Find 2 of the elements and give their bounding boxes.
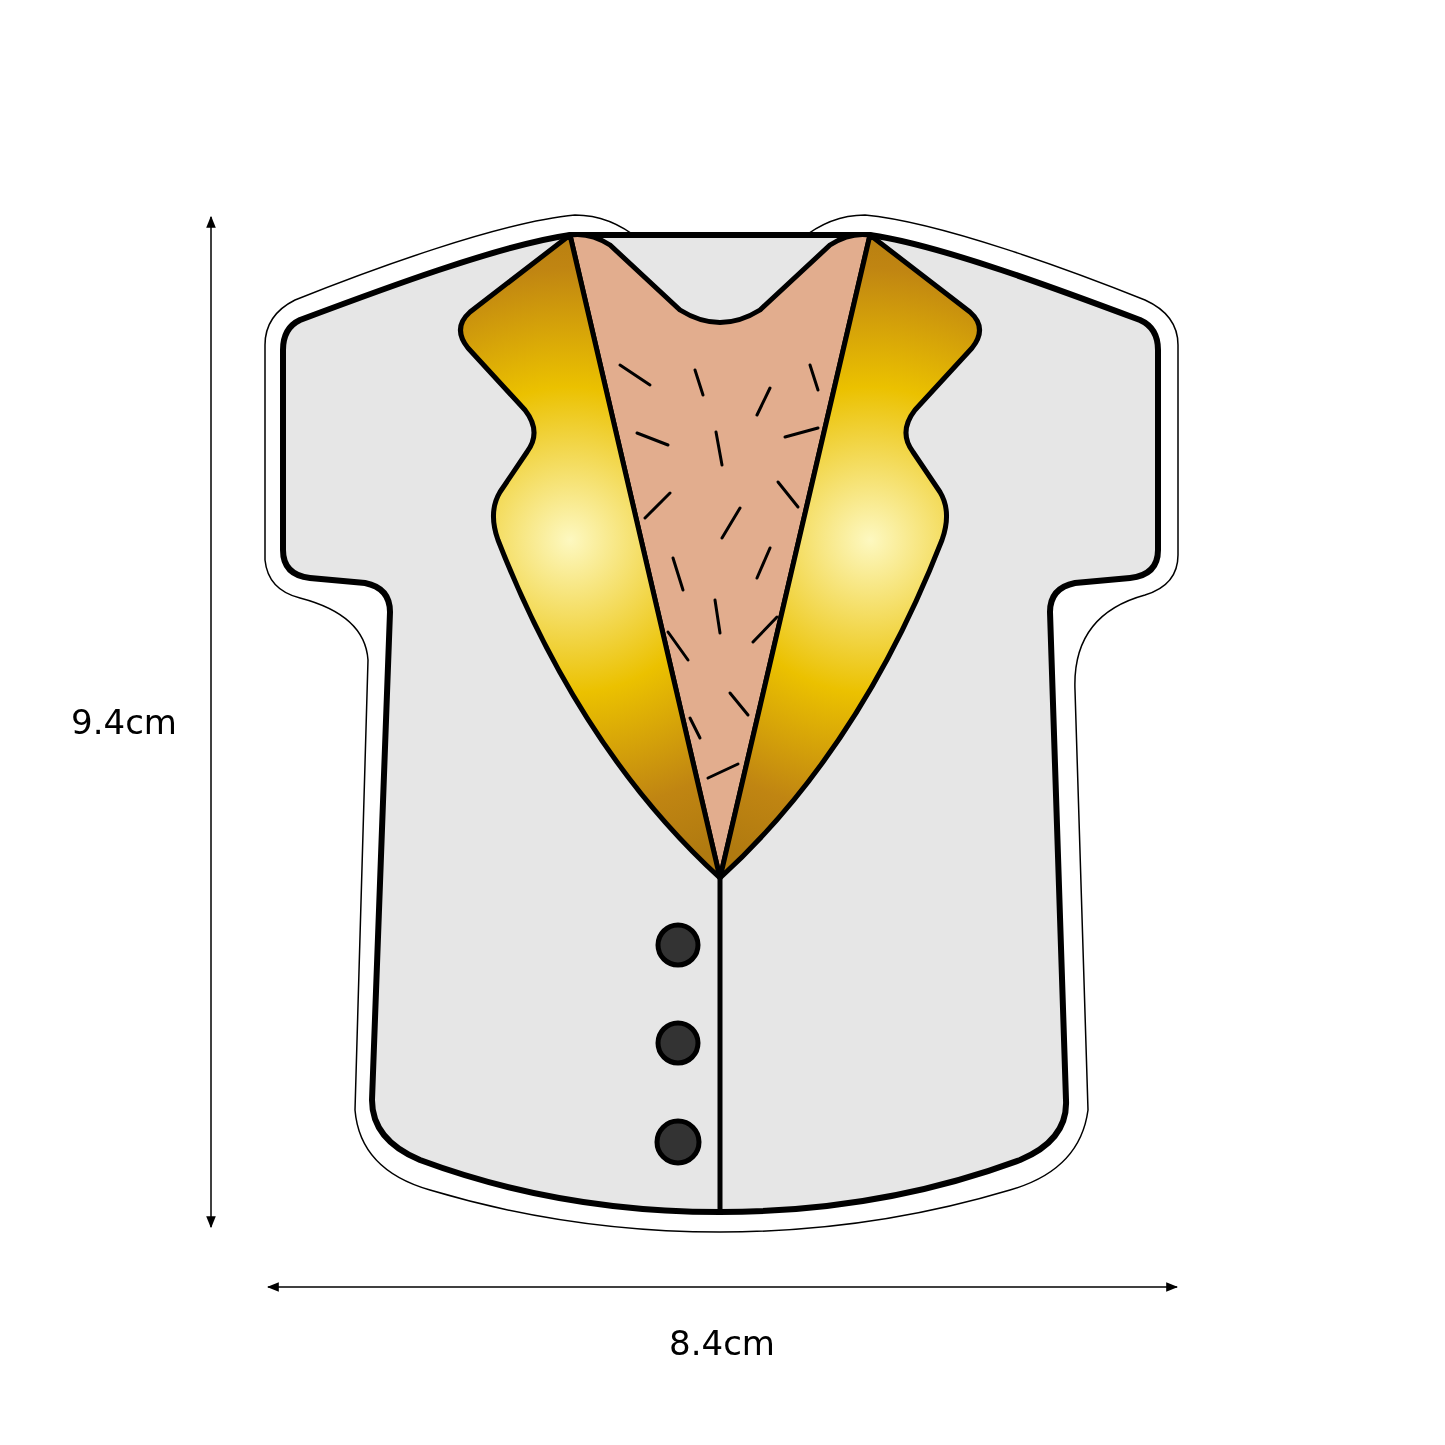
dimension-label: 9.4cm — [71, 705, 177, 739]
dimension-label: 8.4cm — [669, 1326, 775, 1360]
